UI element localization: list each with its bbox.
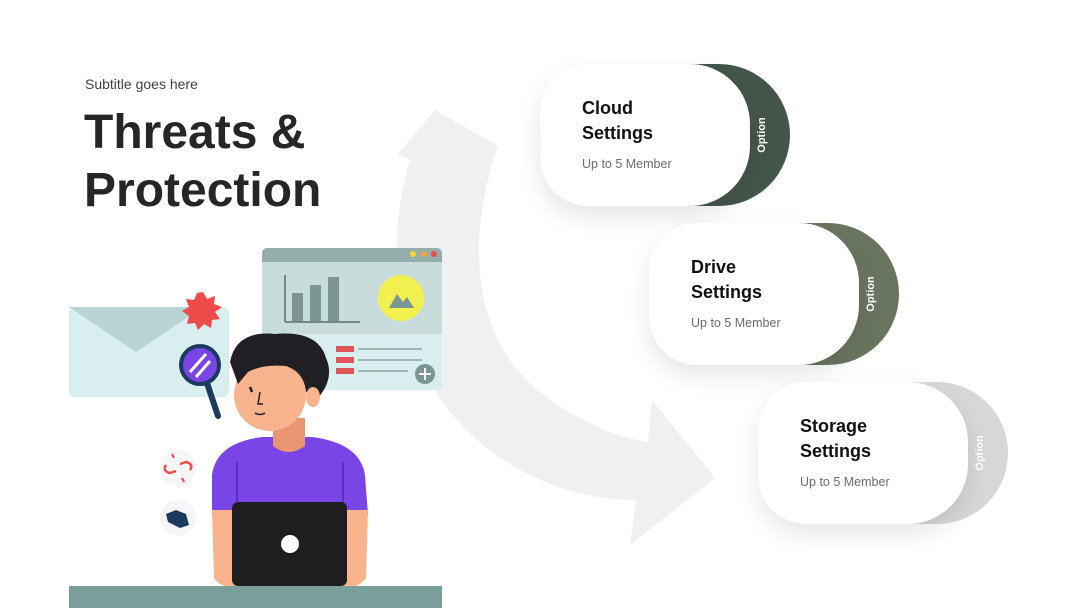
card-meta: Up to 5 Member xyxy=(800,475,890,489)
magnifier-icon xyxy=(179,344,221,419)
option-label: Option xyxy=(865,276,877,312)
card-meta: Up to 5 Member xyxy=(582,157,672,171)
card-meta: Up to 5 Member xyxy=(691,316,781,330)
cloud-settings-card[interactable]: Cloud Settings Up to 5 Member Option xyxy=(540,64,790,206)
card-title: Drive Settings xyxy=(691,257,763,302)
title-line-2: Protection xyxy=(84,164,322,217)
card-body xyxy=(649,223,859,365)
storage-settings-card[interactable]: Storage Settings Up to 5 Member Option xyxy=(758,382,1008,524)
card-title: Cloud Settings xyxy=(582,98,654,143)
thumbs-icon xyxy=(160,500,196,536)
bar-chart-icon xyxy=(284,275,360,323)
page-title: Threats & Protection xyxy=(84,104,404,220)
option-label: Option xyxy=(974,435,986,471)
card-body xyxy=(540,64,750,206)
card-body xyxy=(758,382,968,524)
desk xyxy=(69,586,442,608)
laptop-icon xyxy=(232,502,347,586)
card-title: Storage Settings xyxy=(800,416,872,461)
option-label: Option xyxy=(756,117,768,153)
drive-settings-card[interactable]: Drive Settings Up to 5 Member Option xyxy=(649,223,899,365)
broken-link-icon xyxy=(160,450,196,486)
alert-burst-icon xyxy=(182,292,222,330)
add-circle-icon xyxy=(415,364,435,384)
subtitle: Subtitle goes here xyxy=(85,76,198,92)
image-placeholder-icon xyxy=(378,275,424,321)
title-line-1: Threats & xyxy=(84,106,306,159)
list-lines xyxy=(336,346,422,374)
